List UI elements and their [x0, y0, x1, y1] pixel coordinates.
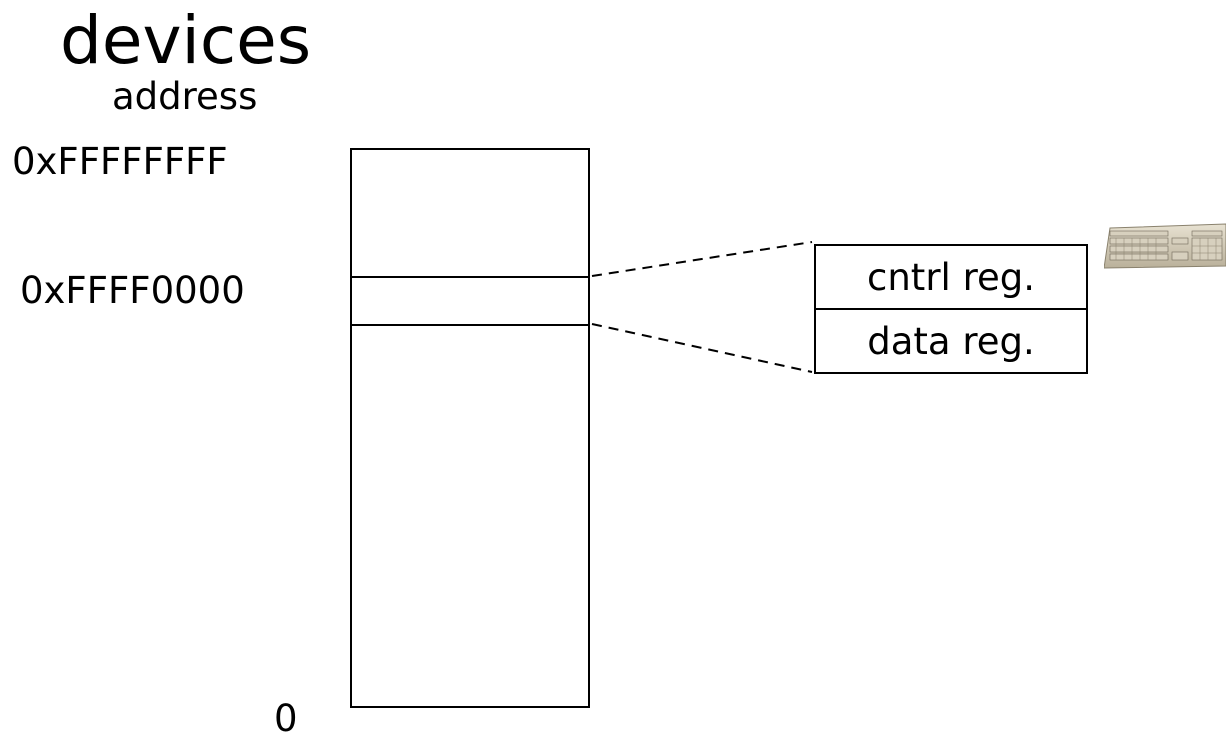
- diagram-title: devices: [60, 2, 312, 79]
- device-memory-region: [350, 276, 590, 326]
- connector-line-top: [591, 241, 813, 277]
- address-label-device: 0xFFFF0000: [20, 269, 245, 312]
- device-registers: cntrl reg. data reg.: [814, 244, 1088, 374]
- memory-address-space: [350, 148, 590, 708]
- address-header: address: [112, 75, 258, 118]
- connector-line-bottom: [591, 323, 813, 373]
- address-label-bottom: 0: [274, 697, 298, 740]
- keyboard-icon: [1104, 223, 1226, 269]
- control-register: cntrl reg.: [816, 246, 1086, 310]
- data-register: data reg.: [867, 320, 1035, 363]
- address-label-top: 0xFFFFFFFF: [12, 140, 228, 183]
